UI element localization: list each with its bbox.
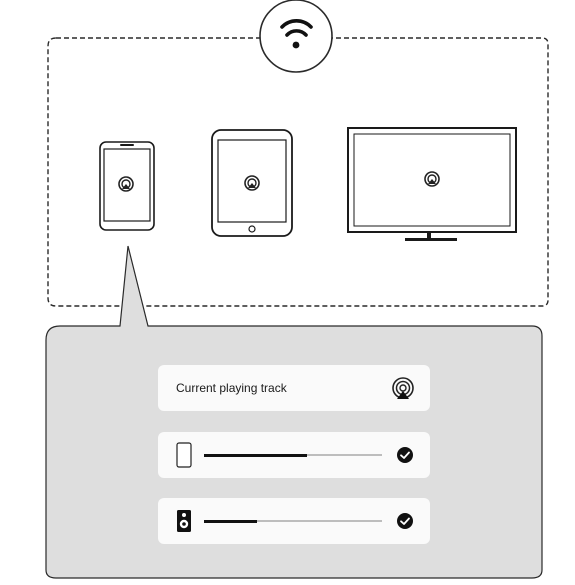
phone-device[interactable] [99,141,155,231]
airplay-icon [424,171,440,187]
airplay-icon [118,176,134,192]
airplay-icon[interactable] [390,375,416,401]
volume-slider-phone-fill [204,453,308,457]
volume-slider-speaker[interactable] [204,519,382,523]
airplay-icon [244,175,260,191]
check-circle-icon[interactable] [396,512,414,530]
check-circle-icon[interactable] [396,446,414,464]
now-playing-label: Current playing track [176,381,287,395]
wifi-icon [280,19,313,37]
output-row-speaker [158,498,430,544]
output-row-phone [158,432,430,478]
now-playing-row[interactable]: Current playing track [158,365,430,411]
tablet-device[interactable] [211,129,293,237]
control-panel [45,245,543,579]
speaker-icon [177,510,191,532]
phone-icon [176,442,192,468]
volume-slider-phone[interactable] [204,453,382,457]
volume-slider-speaker-fill [204,519,258,523]
wifi-badge [259,0,333,73]
tv-device[interactable] [347,127,517,241]
